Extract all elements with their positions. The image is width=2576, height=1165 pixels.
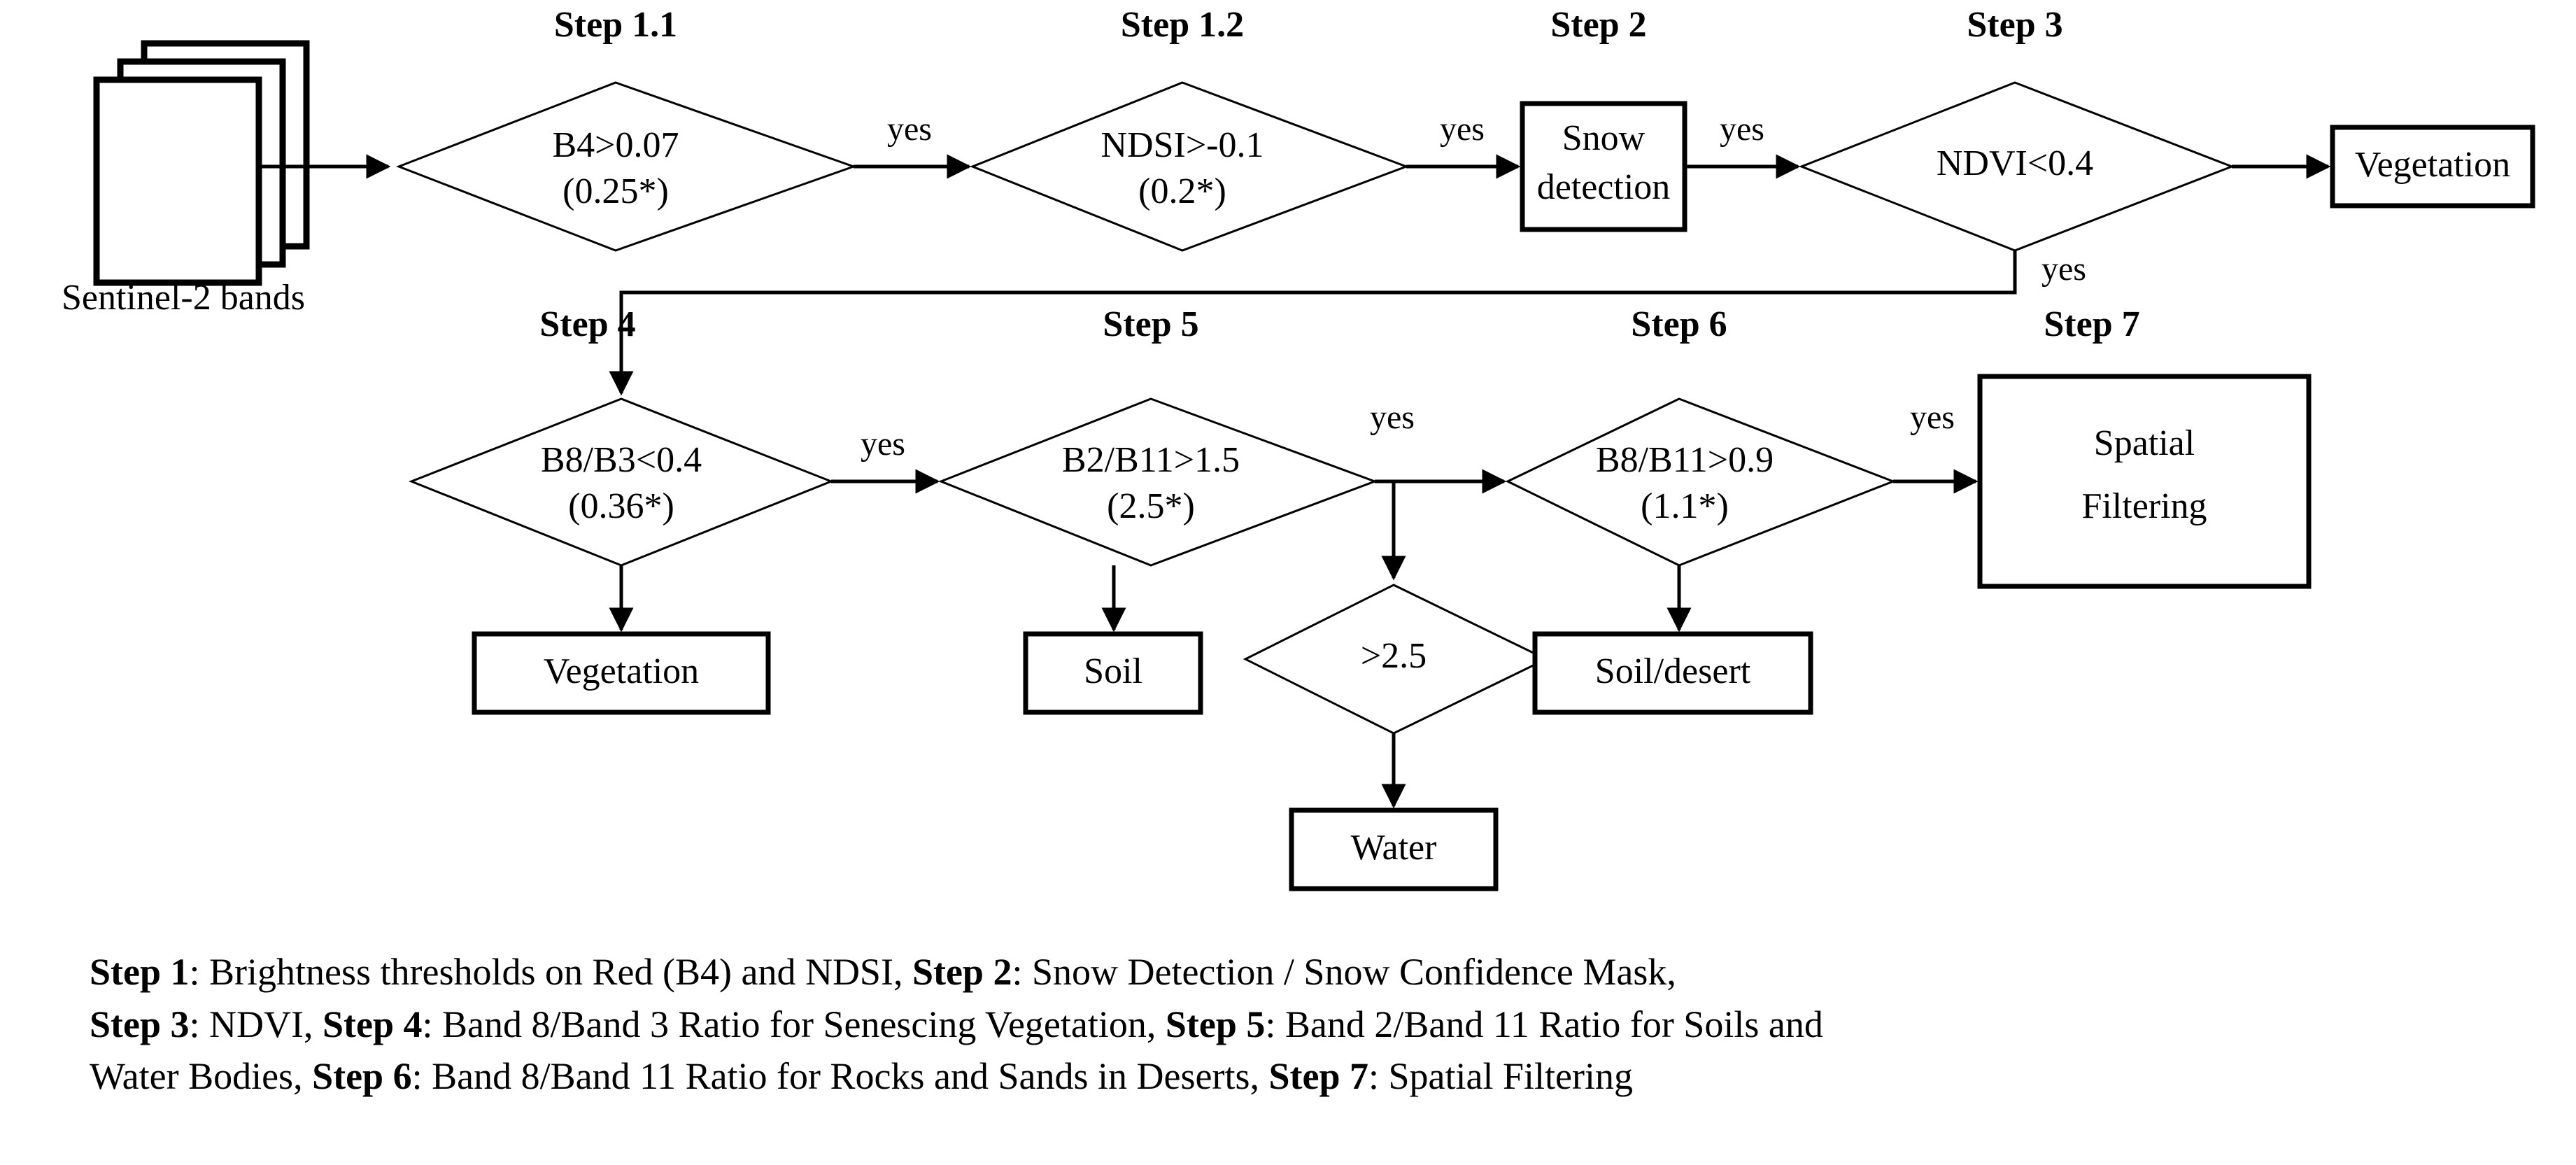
step-label-5: Step 5 (1103, 304, 1198, 344)
caption-line3-text: Water Bodies, (90, 1055, 313, 1098)
terminal-water (1289, 807, 1499, 891)
decision-step-5 (937, 397, 1378, 567)
caption-line1-text: : Brightness thresholds on Red (B4) and … (189, 951, 912, 993)
soil-label: Soil (1084, 651, 1142, 691)
step-label-7: Step 7 (2044, 304, 2139, 344)
caption-step7-bold: Step 7 (1268, 1055, 1368, 1098)
terminal-soil-desert (1532, 631, 1813, 715)
step-label-4: Step 4 (539, 304, 635, 344)
edge-label-yes-3: yes (1720, 111, 1764, 148)
caption-line-3: Water Bodies, Step 6: Band 8/Band 11 Rat… (90, 1050, 2482, 1103)
caption-line2-text3: : Band 2/Band 11 Ratio for Soils and (1265, 1003, 1823, 1045)
edge-label-yes-5: yes (861, 425, 905, 463)
step-label-3: Step 3 (1967, 5, 2062, 45)
vegetation-top-label: Vegetation (2355, 145, 2510, 185)
terminal-vegetation-bottom (472, 631, 771, 715)
caption-line-1: Step 1: Brightness thresholds on Red (B4… (90, 946, 2482, 998)
caption-line3-text2: : Band 8/Band 11 Ratio for Rocks and San… (411, 1055, 1269, 1098)
edge-step3-feedback-to-step4 (609, 250, 2017, 396)
soil-desert-label: Soil/desert (1595, 651, 1751, 691)
edge-label-yes-2: yes (1440, 111, 1485, 148)
process-snow-detection (1520, 101, 1687, 232)
step-label-6: Step 6 (1631, 304, 1727, 344)
caption-step1-bold: Step 1 (90, 951, 190, 993)
step3-line1: NDVI<0.4 (1937, 143, 2093, 183)
terminal-soil (1023, 631, 1203, 715)
caption-step6-bold: Step 6 (312, 1055, 412, 1098)
step12-line2: (0.2*) (1138, 171, 1226, 211)
step4-line2: (0.36*) (568, 486, 674, 526)
caption-line2-text: : NDVI, (189, 1003, 323, 1045)
step6-line1: B8/B11>0.9 (1596, 440, 1774, 480)
vegetation-bottom-label: Vegetation (544, 651, 699, 691)
step-label-2: Step 2 (1550, 5, 1646, 45)
step2-line2: detection (1537, 167, 1671, 207)
edge-label-yes-7: yes (1910, 399, 1955, 436)
step7-line1: Spatial (2094, 423, 2195, 463)
step-label-1-1: Step 1.1 (554, 5, 677, 45)
edge-label-yes-4: yes (2041, 250, 2086, 288)
caption-step2-bold: Step 2 (912, 951, 1012, 993)
decision-step-1-2 (969, 81, 1410, 252)
step2-line1: Snow (1562, 118, 1646, 158)
step12-line1: NDSI>-0.1 (1101, 125, 1264, 165)
flowchart-canvas: Sentinel-2 bands Step 1.1 B4>0.07 (0.25*… (62, 5, 2535, 891)
caption-line-2: Step 3: NDVI, Step 4: Band 8/Band 3 Rati… (90, 998, 2482, 1051)
step5-line2: (2.5*) (1107, 486, 1195, 526)
step4-line1: B8/B3<0.4 (541, 440, 702, 480)
caption-step4-bold: Step 4 (323, 1003, 423, 1045)
water-test-label: >2.5 (1361, 636, 1427, 676)
step5-line1: B2/B11>1.5 (1062, 440, 1240, 480)
source-label: Sentinel-2 bands (62, 278, 305, 318)
stacked-layers-icon (93, 40, 310, 286)
edge-label-yes-1: yes (887, 111, 932, 148)
step6-line2: (1.1*) (1641, 486, 1729, 526)
step-label-1-2: Step 1.2 (1121, 5, 1244, 45)
caption-step5-bold: Step 5 (1165, 1003, 1266, 1045)
caption-line1-text2: : Snow Detection / Snow Confidence Mask, (1012, 951, 1676, 993)
step11-line2: (0.25*) (562, 171, 669, 211)
water-label: Water (1351, 828, 1437, 868)
decision-step-6 (1505, 397, 1897, 567)
decision-step-4 (408, 397, 835, 567)
step7-line2: Filtering (2081, 486, 2207, 526)
figure-caption: Step 1: Brightness thresholds on Red (B4… (90, 946, 2482, 1103)
decision-step-1-1 (395, 81, 857, 252)
process-spatial-filtering (1977, 374, 2312, 589)
caption-step3-bold: Step 3 (90, 1003, 190, 1045)
edge-label-yes-6: yes (1370, 399, 1415, 436)
caption-line3-text3: : Spatial Filtering (1368, 1055, 1633, 1098)
caption-line2-text2: : Band 8/Band 3 Ratio for Senescing Vege… (422, 1003, 1166, 1045)
step11-line1: B4>0.07 (552, 125, 679, 165)
terminal-vegetation-top (2330, 125, 2535, 209)
